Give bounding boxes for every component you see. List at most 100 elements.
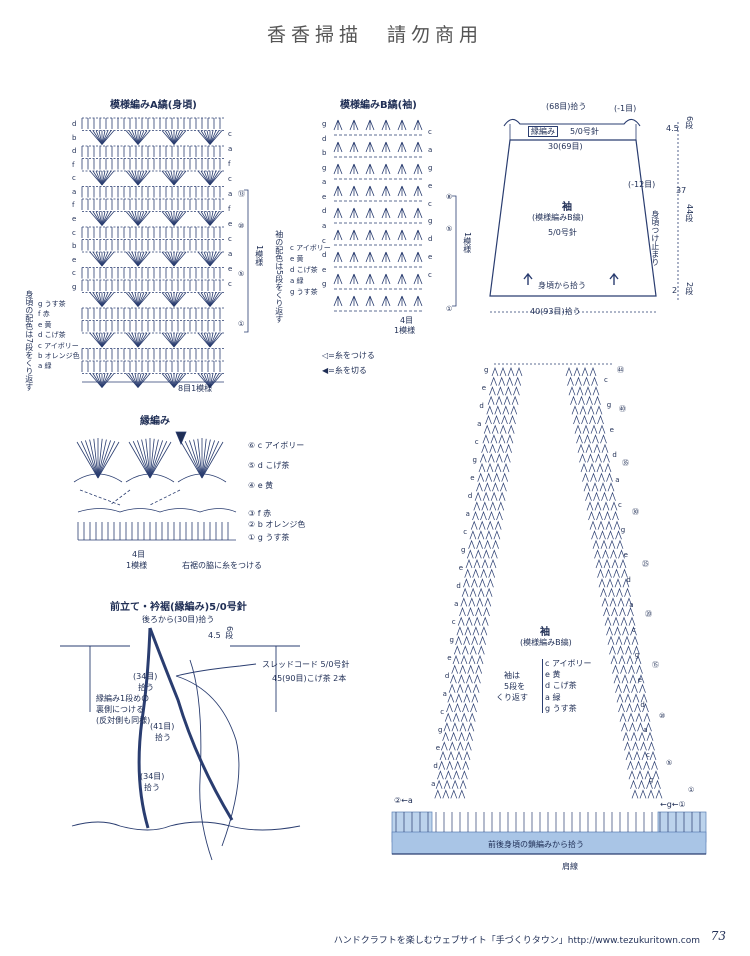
letter: a [72, 187, 77, 196]
cluster-stitch [604, 463, 612, 473]
fan-stitch [95, 251, 103, 267]
fan-stitch [149, 440, 163, 479]
cluster-stitch [511, 395, 519, 405]
cluster-stitch [333, 119, 343, 131]
cluster-stitch [381, 273, 391, 285]
fan-stitch [173, 211, 181, 226]
cluster-stitch [381, 163, 391, 175]
letter: g [428, 217, 433, 226]
fan-stitch [167, 292, 175, 307]
cluster-stitch [632, 693, 640, 703]
fan-stitch [128, 251, 139, 267]
hem-wave [71, 821, 301, 831]
legend-item: g うす茶 [290, 287, 318, 296]
letter: g [322, 163, 327, 172]
cluster-stitch [476, 655, 484, 665]
cluster-stitch [501, 415, 508, 425]
cluster-stitch [455, 693, 463, 703]
cluster-stitch [477, 530, 485, 540]
cluster-stitch [485, 587, 493, 597]
fan-stitch [131, 373, 139, 388]
cluster-stitch [505, 386, 512, 396]
cluster-stitch [590, 424, 598, 434]
cluster-stitch [616, 539, 624, 549]
cluster-stitch [609, 645, 616, 655]
cluster-stitch [490, 491, 498, 501]
fan-stitch [167, 251, 175, 267]
fan-stitch [197, 438, 203, 479]
letter: a [228, 249, 233, 258]
letter: e [72, 255, 77, 264]
fan-stitch [170, 332, 175, 348]
cluster-stitch [494, 520, 502, 530]
cluster-stitch [470, 520, 478, 530]
letter: c [646, 751, 650, 759]
fan-stitch [209, 170, 214, 186]
cluster-stitch [365, 141, 375, 153]
sleeve-chart-note-b: 5段を [504, 682, 526, 691]
fan-stitch [173, 130, 187, 145]
cluster-stitch [607, 482, 615, 492]
fan-stitch [131, 170, 139, 186]
letter: b [72, 133, 77, 142]
fan-stitch [161, 292, 175, 307]
letter: e [637, 676, 642, 684]
fan-stitch [137, 373, 145, 388]
fan-stitch [206, 251, 211, 267]
letter: c [618, 501, 622, 509]
cluster-stitch [580, 463, 588, 473]
cluster-stitch [485, 530, 493, 540]
cluster-stitch [503, 395, 511, 405]
cluster-stitch [506, 376, 514, 386]
cluster-stitch [381, 185, 391, 197]
fan-stitch [197, 292, 211, 307]
fan-stitch [101, 332, 115, 348]
cluster-stitch [601, 491, 608, 501]
fan-stitch [95, 170, 103, 186]
cluster-stitch [437, 770, 444, 780]
cluster-stitch [468, 597, 476, 607]
cluster-stitch [482, 434, 490, 444]
cluster-stitch [487, 453, 495, 463]
fan-stitch [137, 332, 142, 348]
cluster-stitch [455, 635, 462, 645]
fan-stitch [132, 441, 151, 479]
front-title: 前立て・衿裾(縁編み)5/0号針 [110, 602, 247, 613]
symbol-join-label: =糸をつける [328, 351, 375, 360]
fan-stitch [101, 332, 109, 348]
pattern-a-repeat: 1模様 [254, 245, 264, 267]
legend-item: b オレンジ色 [38, 351, 80, 360]
fan-stitch [134, 130, 139, 145]
fan-stitch [149, 441, 168, 479]
edging-row: ⑤ d こげ茶 [248, 461, 290, 470]
fan-stitch [125, 130, 139, 145]
fan-stitch [161, 130, 175, 145]
fan-stitch [203, 130, 211, 145]
cluster-stitch [604, 511, 611, 521]
front-back-pickup: 後ろから(30目)拾う [142, 615, 215, 624]
fan-stitch [167, 373, 175, 388]
cluster-stitch [444, 712, 452, 722]
cluster-stitch [413, 295, 423, 307]
sleeve-dim-top-rows: 6段 [684, 116, 694, 130]
fan-stitch [209, 211, 214, 226]
cluster-stitch [577, 443, 585, 453]
cluster-stitch [492, 539, 499, 549]
cluster-stitch [631, 635, 639, 645]
cluster-stitch [625, 645, 632, 655]
fan-stitch [92, 373, 103, 388]
fan-stitch [200, 211, 211, 226]
cluster-stitch [447, 693, 455, 703]
legend-item: e 黄 [38, 320, 52, 329]
cluster-stitch [618, 655, 626, 665]
fan-stitch [128, 292, 139, 307]
cluster-stitch [597, 520, 605, 530]
fan-stitch [98, 373, 103, 388]
cluster-stitch [450, 674, 457, 684]
cluster-stitch [397, 273, 407, 285]
cluster-stitch [614, 626, 621, 636]
page-number: 73 [710, 929, 726, 943]
sleeve-mid-right: (-12目) [628, 180, 656, 189]
cluster-stitch [464, 683, 472, 693]
cluster-stitch [571, 405, 579, 415]
